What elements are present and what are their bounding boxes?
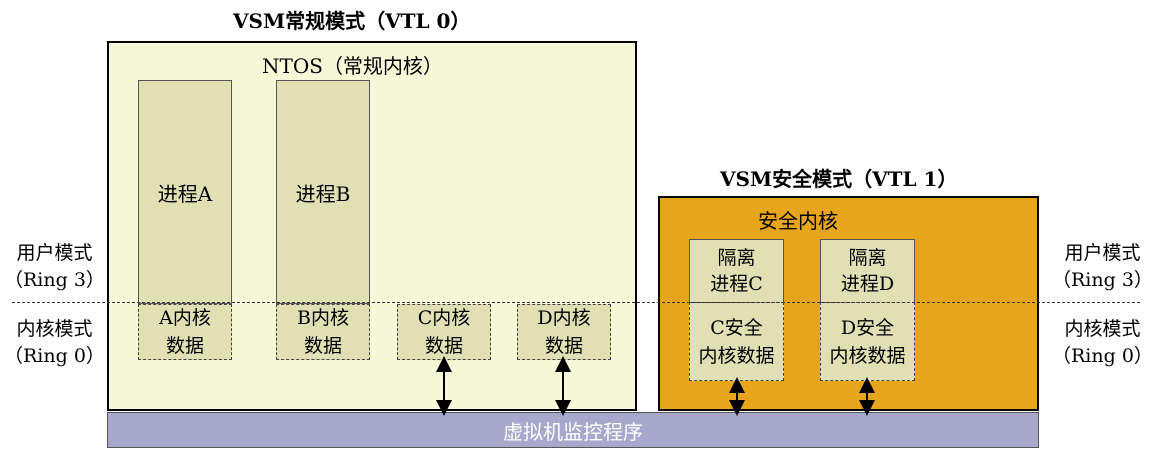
- left-user-mode-line2: （Ring 3）: [4, 269, 105, 291]
- hypervisor-bar: 虚拟机监控程序: [107, 412, 1039, 448]
- process-b: 进程B: [276, 80, 370, 304]
- right-user-mode-line1: 用户模式: [1064, 242, 1141, 264]
- process-b-kernel-data-line2: 数据: [303, 335, 342, 357]
- left-kernel-mode-line1: 内核模式: [16, 318, 93, 340]
- process-a-kernel-data-line1: A内核: [159, 307, 211, 329]
- right-kernel-mode-label: 内核模式 （Ring 0）: [1052, 316, 1152, 370]
- left-user-mode-label: 用户模式 （Ring 3）: [4, 240, 105, 294]
- process-a-kernel-data: A内核数据: [138, 304, 232, 360]
- process-a-label: 进程A: [157, 181, 213, 206]
- hypervisor-label: 虚拟机监控程序: [503, 419, 643, 444]
- d-secure-kernel-data: D安全内核数据: [820, 302, 915, 381]
- c-secure-kernel-data-line2: 内核数据: [698, 344, 775, 367]
- secure-mode-title: VSM安全模式（VTL 1）: [720, 167, 958, 191]
- process-a: 进程A: [138, 80, 232, 304]
- process-b-kernel-data-line1: B内核: [297, 307, 349, 329]
- d-secure-kernel-data-line1: D安全: [840, 316, 895, 339]
- normal-mode-title: VSM常规模式（VTL 0）: [233, 9, 471, 33]
- c-secure-kernel-data-line1: C安全: [710, 316, 763, 339]
- c-secure-kernel-data: C安全内核数据: [689, 302, 784, 381]
- right-kernel-mode-line1: 内核模式: [1064, 318, 1141, 340]
- process-a-kernel-data-line2: 数据: [165, 335, 204, 357]
- d-kernel-data-line2: 数据: [544, 335, 583, 357]
- c-kernel-data-line1: C内核: [417, 307, 471, 329]
- right-user-mode-label: 用户模式 （Ring 3）: [1052, 240, 1152, 294]
- c-kernel-data-line2: 数据: [424, 335, 463, 357]
- left-kernel-mode-label: 内核模式 （Ring 0）: [4, 316, 105, 370]
- secure-kernel-label: 安全内核: [758, 209, 838, 233]
- isolated-process-d: 隔离进程D: [820, 239, 915, 302]
- process-b-kernel-data: B内核数据: [276, 304, 370, 360]
- isolated-process-d-line1: 隔离: [848, 247, 887, 269]
- privilege-boundary-line: [12, 302, 1140, 303]
- c-kernel-data: C内核数据: [397, 304, 491, 360]
- process-b-label: 进程B: [295, 181, 351, 206]
- d-kernel-data-line1: D内核: [537, 307, 591, 329]
- isolated-process-c-line1: 隔离: [717, 247, 756, 269]
- d-secure-kernel-data-line2: 内核数据: [829, 344, 906, 367]
- left-kernel-mode-line2: （Ring 0）: [4, 345, 105, 367]
- d-kernel-data: D内核数据: [517, 304, 611, 360]
- right-user-mode-line2: （Ring 3）: [1052, 269, 1152, 291]
- isolated-process-c-line2: 进程C: [710, 273, 763, 295]
- left-user-mode-line1: 用户模式: [16, 242, 93, 264]
- ntos-kernel-label: NTOS（常规内核）: [262, 54, 443, 78]
- right-kernel-mode-line2: （Ring 0）: [1052, 345, 1152, 367]
- isolated-process-c: 隔离进程C: [689, 239, 784, 302]
- isolated-process-d-line2: 进程D: [840, 273, 895, 295]
